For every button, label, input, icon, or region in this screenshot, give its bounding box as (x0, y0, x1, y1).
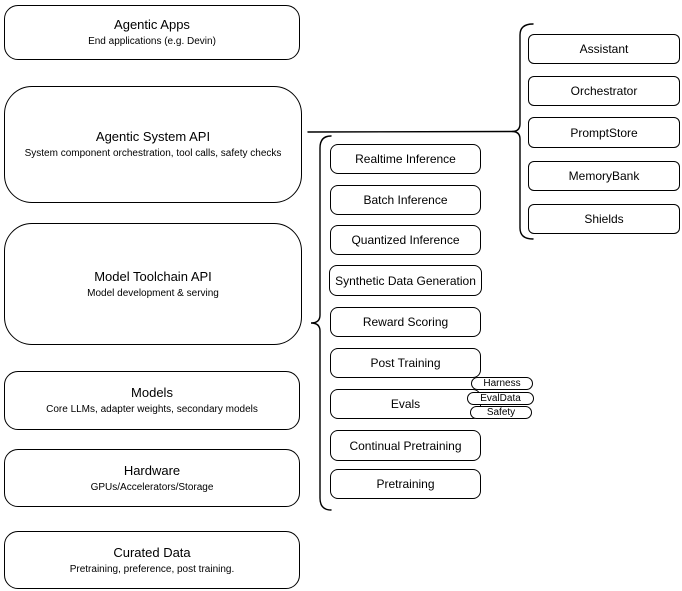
node-hardware: Hardware GPUs/Accelerators/Storage (4, 449, 300, 507)
node-subtitle: Pretraining, preference, post training. (69, 563, 235, 575)
node-title: Agentic Apps (114, 17, 190, 32)
node-title: Curated Data (113, 544, 191, 560)
node-label: Orchestrator (570, 84, 638, 98)
node-agentic-system-api: Agentic System API System component orch… (4, 86, 302, 203)
node-subtitle: End applications (e.g. Devin) (88, 36, 216, 47)
node-promptstore: PromptStore (528, 117, 680, 148)
node-label: Post Training (370, 356, 441, 370)
node-subtitle: Core LLMs, adapter weights, secondary mo… (46, 404, 258, 415)
node-title: Hardware (123, 462, 181, 478)
node-post-training: Post Training (330, 348, 481, 378)
node-pretraining: Pretraining (330, 469, 481, 499)
node-label: Realtime Inference (355, 152, 456, 166)
node-models: Models Core LLMs, adapter weights, secon… (4, 371, 300, 430)
node-memorybank: MemoryBank (528, 161, 680, 191)
node-reward-scoring: Reward Scoring (330, 307, 481, 337)
node-continual-pretraining: Continual Pretraining (330, 430, 481, 461)
node-label: Assistant (579, 42, 629, 56)
node-shields: Shields (528, 204, 680, 234)
node-orchestrator: Orchestrator (528, 76, 680, 106)
node-title: Models (131, 385, 173, 400)
tag-safety: Safety (470, 406, 532, 419)
node-subtitle: Model development & serving (87, 287, 219, 299)
node-label: Shields (584, 212, 624, 226)
tag-evaldata: EvalData (467, 392, 534, 405)
node-curated-data: Curated Data Pretraining, preference, po… (4, 531, 300, 589)
node-agentic-apps: Agentic Apps End applications (e.g. Devi… (4, 5, 300, 60)
tag-label: EvalData (480, 393, 521, 404)
node-batch-inference: Batch Inference (330, 185, 481, 215)
node-model-toolchain-api: Model Toolchain API Model development & … (4, 223, 302, 345)
node-label: MemoryBank (568, 169, 640, 183)
node-evals: Evals (330, 389, 481, 419)
tag-label: Harness (483, 378, 521, 389)
node-assistant: Assistant (528, 34, 680, 64)
brace-toolchain-group (310, 135, 332, 511)
node-subtitle: System component orchestration, tool cal… (24, 148, 282, 159)
node-synthetic-data-generation: Synthetic Data Generation (329, 265, 482, 296)
node-label: PromptStore (570, 125, 638, 140)
node-label: Synthetic Data Generation (335, 273, 476, 288)
node-realtime-inference: Realtime Inference (330, 144, 481, 174)
node-label: Batch Inference (363, 193, 448, 207)
node-label: Reward Scoring (362, 315, 449, 329)
tag-harness: Harness (471, 377, 533, 390)
node-label: Evals (390, 397, 421, 411)
node-subtitle: GPUs/Accelerators/Storage (90, 481, 214, 493)
node-title: Agentic System API (95, 129, 211, 144)
node-label: Continual Pretraining (349, 438, 462, 453)
tag-label: Safety (486, 407, 516, 418)
connector-system-api-line (307, 130, 513, 133)
node-label: Pretraining (376, 477, 435, 491)
node-label: Quantized Inference (351, 233, 460, 247)
node-quantized-inference: Quantized Inference (330, 225, 481, 255)
node-title: Model Toolchain API (94, 268, 212, 284)
